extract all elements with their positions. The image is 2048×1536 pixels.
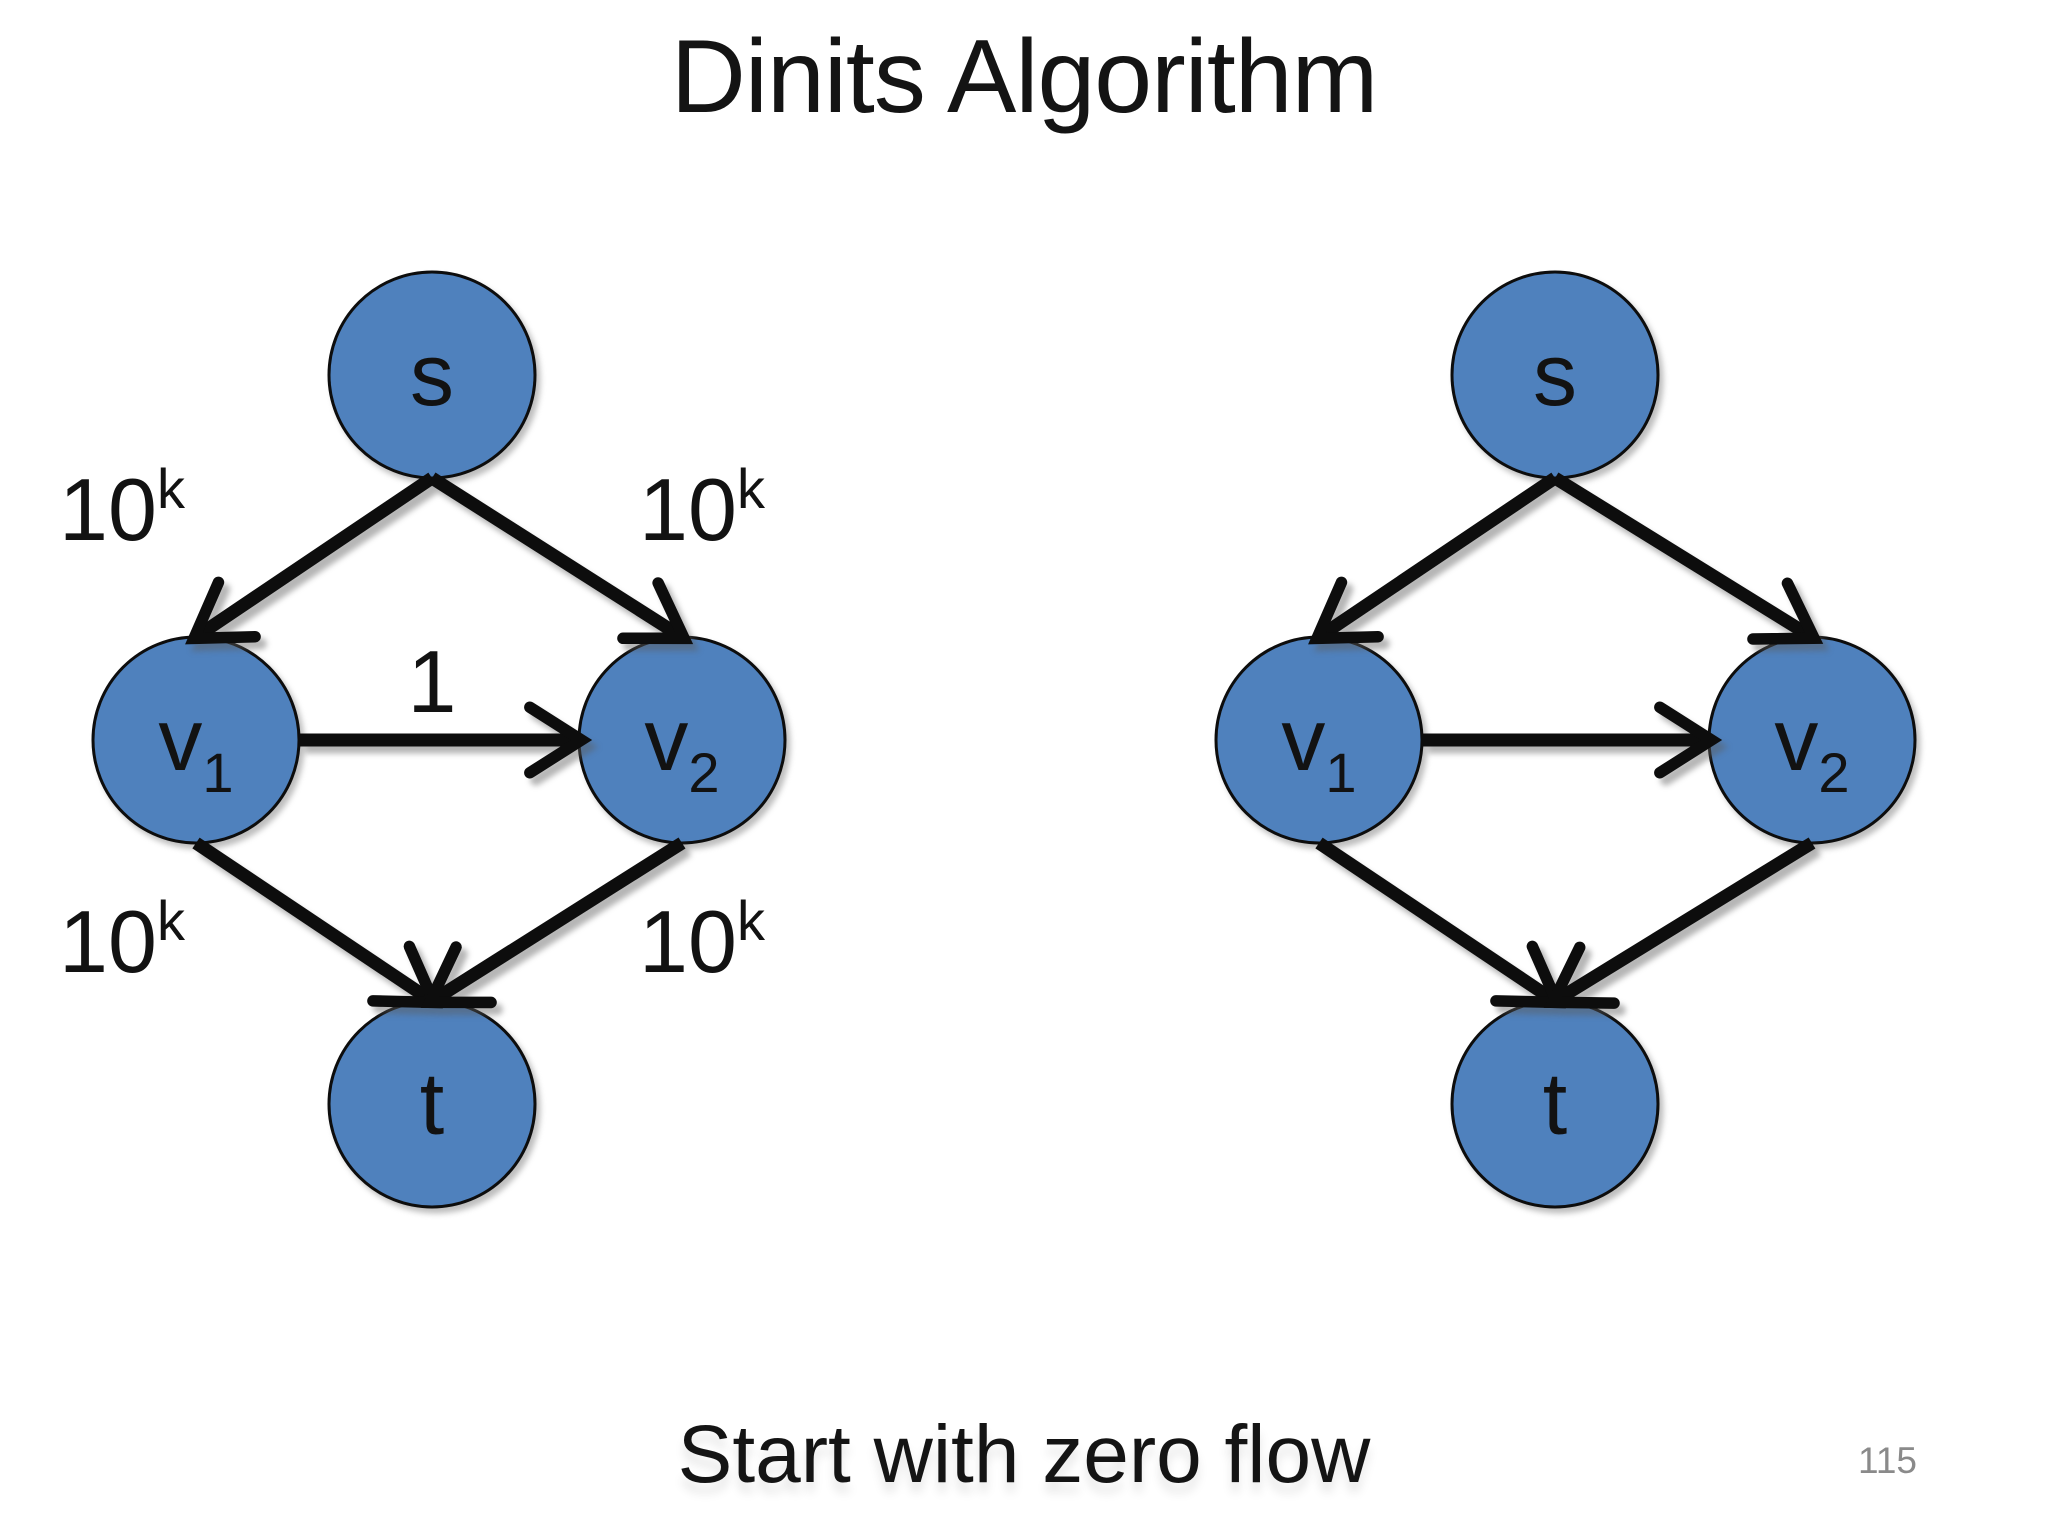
caption-start-with-zero-flow: Start with zero flow — [677, 1409, 1371, 1500]
left-graph-node-t: t — [327, 999, 537, 1209]
node-s-label: s — [410, 325, 454, 424]
node-v1-label: v1 — [1281, 690, 1356, 804]
capacity-label-v2-t: 10k — [639, 889, 766, 991]
right-graph-node-v2: v2 — [1707, 635, 1917, 845]
edge-s-v2-arrow — [428, 472, 694, 645]
left-graph-node-v1: v1 — [91, 635, 301, 845]
left-graph-node-v2: v2 — [577, 635, 787, 845]
right-graph-node-v1: v1 — [1214, 635, 1424, 845]
right-graph-node-t: t — [1450, 999, 1660, 1209]
right-graph-nodes: s v1 v2 t — [1214, 270, 1917, 1209]
edge-v1-t-arrow — [192, 837, 443, 1009]
left-graph: s v1 v2 t 10k 10k 1 10k 10k — [59, 270, 787, 1209]
capacity-label-v1-t: 10k — [59, 889, 186, 991]
capacity-label-s-v1: 10k — [59, 457, 186, 559]
node-v2-label: v2 — [1774, 690, 1849, 804]
slide-title: Dinits Algorithm — [670, 19, 1378, 135]
edge-v2-t-arrow — [420, 837, 686, 1009]
node-t-label: t — [420, 1054, 444, 1153]
node-t-label: t — [1543, 1054, 1567, 1153]
left-graph-edge-labels: 10k 10k 1 10k 10k — [59, 457, 766, 991]
edge-s-v1-arrow — [1308, 472, 1559, 645]
right-graph: s v1 v2 t — [1214, 270, 1917, 1209]
edge-v1-t-arrow — [1315, 837, 1566, 1009]
page-number: 115 — [1858, 1440, 1917, 1481]
node-s-label: s — [1533, 325, 1577, 424]
capacity-label-v1-v2: 1 — [408, 632, 457, 731]
edge-v2-t-arrow — [1543, 837, 1816, 1009]
right-graph-node-s: s — [1450, 270, 1660, 480]
edge-s-v2-arrow — [1551, 472, 1824, 645]
node-v2-label: v2 — [644, 690, 719, 804]
capacity-label-s-v2: 10k — [639, 457, 766, 559]
left-graph-edges — [185, 472, 694, 1009]
edge-s-v1-arrow — [185, 472, 436, 645]
node-v1-label: v1 — [158, 690, 233, 804]
right-graph-edges — [1308, 472, 1824, 1009]
left-graph-node-s: s — [327, 270, 537, 480]
